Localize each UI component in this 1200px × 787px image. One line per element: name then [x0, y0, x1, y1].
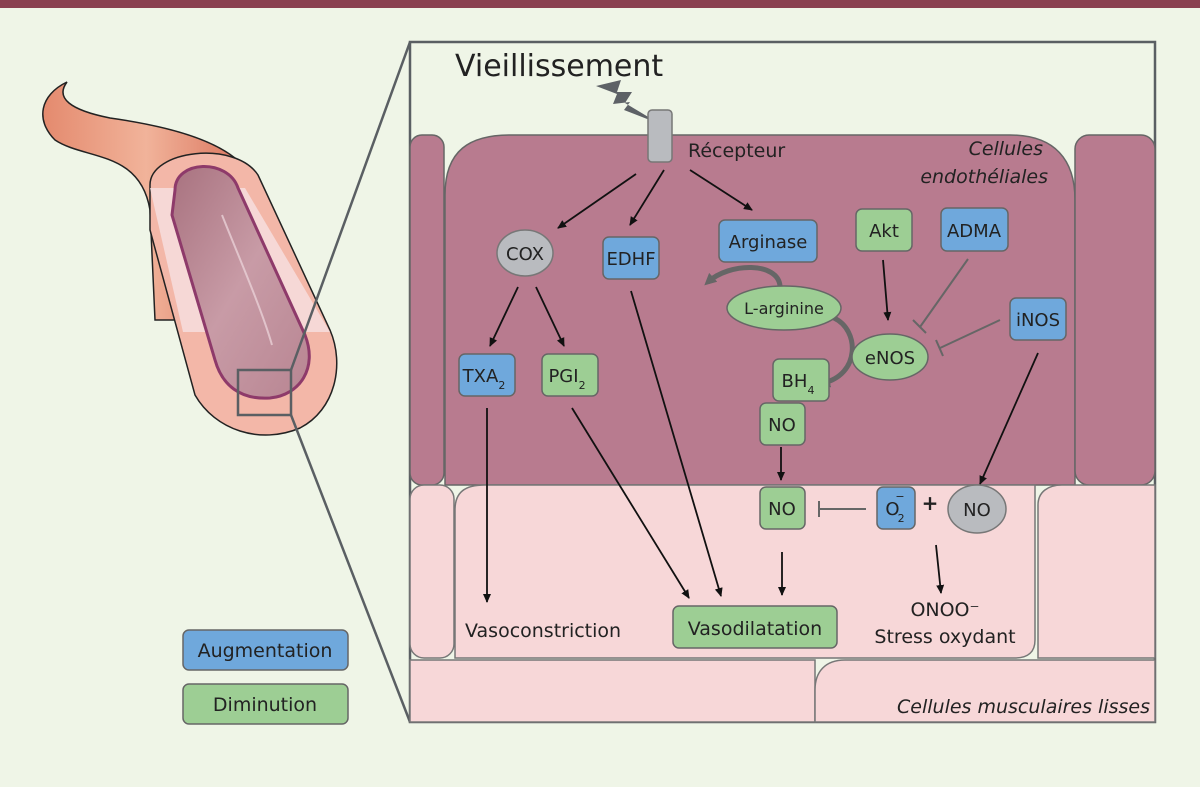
- aging-title: Vieillissement: [455, 49, 663, 84]
- vasoconstriction-label: Vasoconstriction: [465, 620, 621, 642]
- blood-vessel-illustration: [42, 81, 338, 436]
- arrow-o2-onoo: [935, 544, 945, 594]
- svg-text:L-arginine: L-arginine: [744, 299, 824, 318]
- arrow-cox-pgi2: [535, 286, 565, 347]
- node-akt: Akt: [855, 208, 913, 252]
- vessel-lumen: [170, 165, 311, 400]
- svg-text:Augmentation: Augmentation: [198, 640, 333, 662]
- arrow-edhf-vasodilatation: [630, 290, 723, 597]
- svg-text:BH4: BH4: [782, 371, 815, 397]
- svg-text:Vasodilatation: Vasodilatation: [688, 618, 822, 640]
- svg-text:Diminution: Diminution: [213, 694, 317, 716]
- receptor-label: Récepteur: [688, 140, 785, 162]
- svg-text:Arginase: Arginase: [729, 232, 808, 253]
- arrow-receptor-cox: [557, 173, 637, 229]
- node-arginase: Arginase: [718, 219, 818, 263]
- arrow-receptor-arginase: [689, 169, 753, 211]
- header-bar: [0, 0, 1200, 8]
- arrow-pgi2-vasodilatation: [571, 407, 690, 599]
- inhibit-inos-enos: [939, 319, 1001, 349]
- svg-text:NO: NO: [963, 500, 991, 521]
- svg-text:eNOS: eNOS: [865, 348, 915, 369]
- node-inos: iNOS: [1009, 297, 1067, 341]
- node-no-inos: NO: [947, 484, 1007, 534]
- endothelial-label-2: endothéliales: [920, 166, 1048, 188]
- arrows: [483, 169, 1039, 603]
- plus-sign: +: [922, 491, 939, 515]
- node-no-smooth-muscle: NO: [759, 486, 806, 530]
- arrow-receptor-edhf: [629, 169, 665, 226]
- zoom-region-box: [236, 368, 293, 417]
- svg-text:PGI2: PGI2: [548, 366, 585, 392]
- arrow-akt-enos: [882, 259, 892, 321]
- smooth-muscle-label: Cellules musculaires lisses: [897, 696, 1150, 718]
- node-edhf: EDHF: [602, 236, 660, 280]
- endothelial-cell-left: [409, 134, 445, 486]
- arrow-cox-txa2: [489, 286, 519, 347]
- endothelial-cell-right: [1074, 134, 1156, 486]
- legend: Augmentation Diminution: [182, 629, 349, 725]
- legend-item-diminution: Diminution: [182, 683, 349, 725]
- svg-text:TXA2: TXA2: [462, 366, 506, 392]
- legend-item-augmentation: Augmentation: [182, 629, 349, 671]
- enos-bh4-curve-arrow: [818, 315, 855, 388]
- svg-text:COX: COX: [506, 244, 544, 265]
- svg-text:ADMA: ADMA: [947, 221, 1002, 242]
- node-txa2: TXA2: [458, 353, 516, 397]
- onoo-label: ONOO⁻: [910, 599, 979, 621]
- inhibit-adma-enos: [919, 258, 969, 328]
- vasodilatation-box: Vasodilatation: [672, 605, 838, 649]
- node-adma: ADMA: [940, 207, 1009, 252]
- node-pgi2: PGI2: [541, 353, 599, 397]
- node-enos: eNOS: [851, 333, 929, 381]
- node-no-endothelial: NO: [759, 402, 806, 446]
- node-cox: COX: [496, 229, 554, 277]
- oxidative-stress-label: Stress oxydant: [874, 626, 1015, 648]
- smooth-muscle-cell-left: [409, 484, 455, 659]
- arginase-curve-arrow: [704, 265, 783, 287]
- smooth-muscle-cell-right: [1037, 484, 1156, 659]
- svg-text:−: −: [895, 490, 904, 503]
- receptor: [647, 109, 673, 163]
- zoom-line-top: [289, 41, 412, 371]
- node-superoxide: O2 −: [876, 486, 916, 530]
- arrow-inos-no: [979, 352, 1039, 485]
- lightning-icon: [596, 80, 660, 124]
- svg-text:NO: NO: [768, 499, 796, 520]
- svg-text:Akt: Akt: [869, 221, 899, 242]
- svg-text:NO: NO: [768, 415, 796, 436]
- node-bh4: BH4: [772, 358, 830, 402]
- zoom-line-bottom: [289, 414, 412, 723]
- inhibitions: [818, 258, 1001, 517]
- svg-text:iNOS: iNOS: [1016, 310, 1060, 331]
- endothelial-label-1: Cellules: [969, 138, 1044, 160]
- svg-text:EDHF: EDHF: [606, 249, 655, 270]
- smooth-muscle-cell-bottom-left: [409, 659, 816, 723]
- svg-text:O2: O2: [885, 499, 904, 525]
- node-l-arginine: L-arginine: [726, 285, 842, 331]
- smooth-muscle-cell-bottom-right: [814, 659, 1156, 723]
